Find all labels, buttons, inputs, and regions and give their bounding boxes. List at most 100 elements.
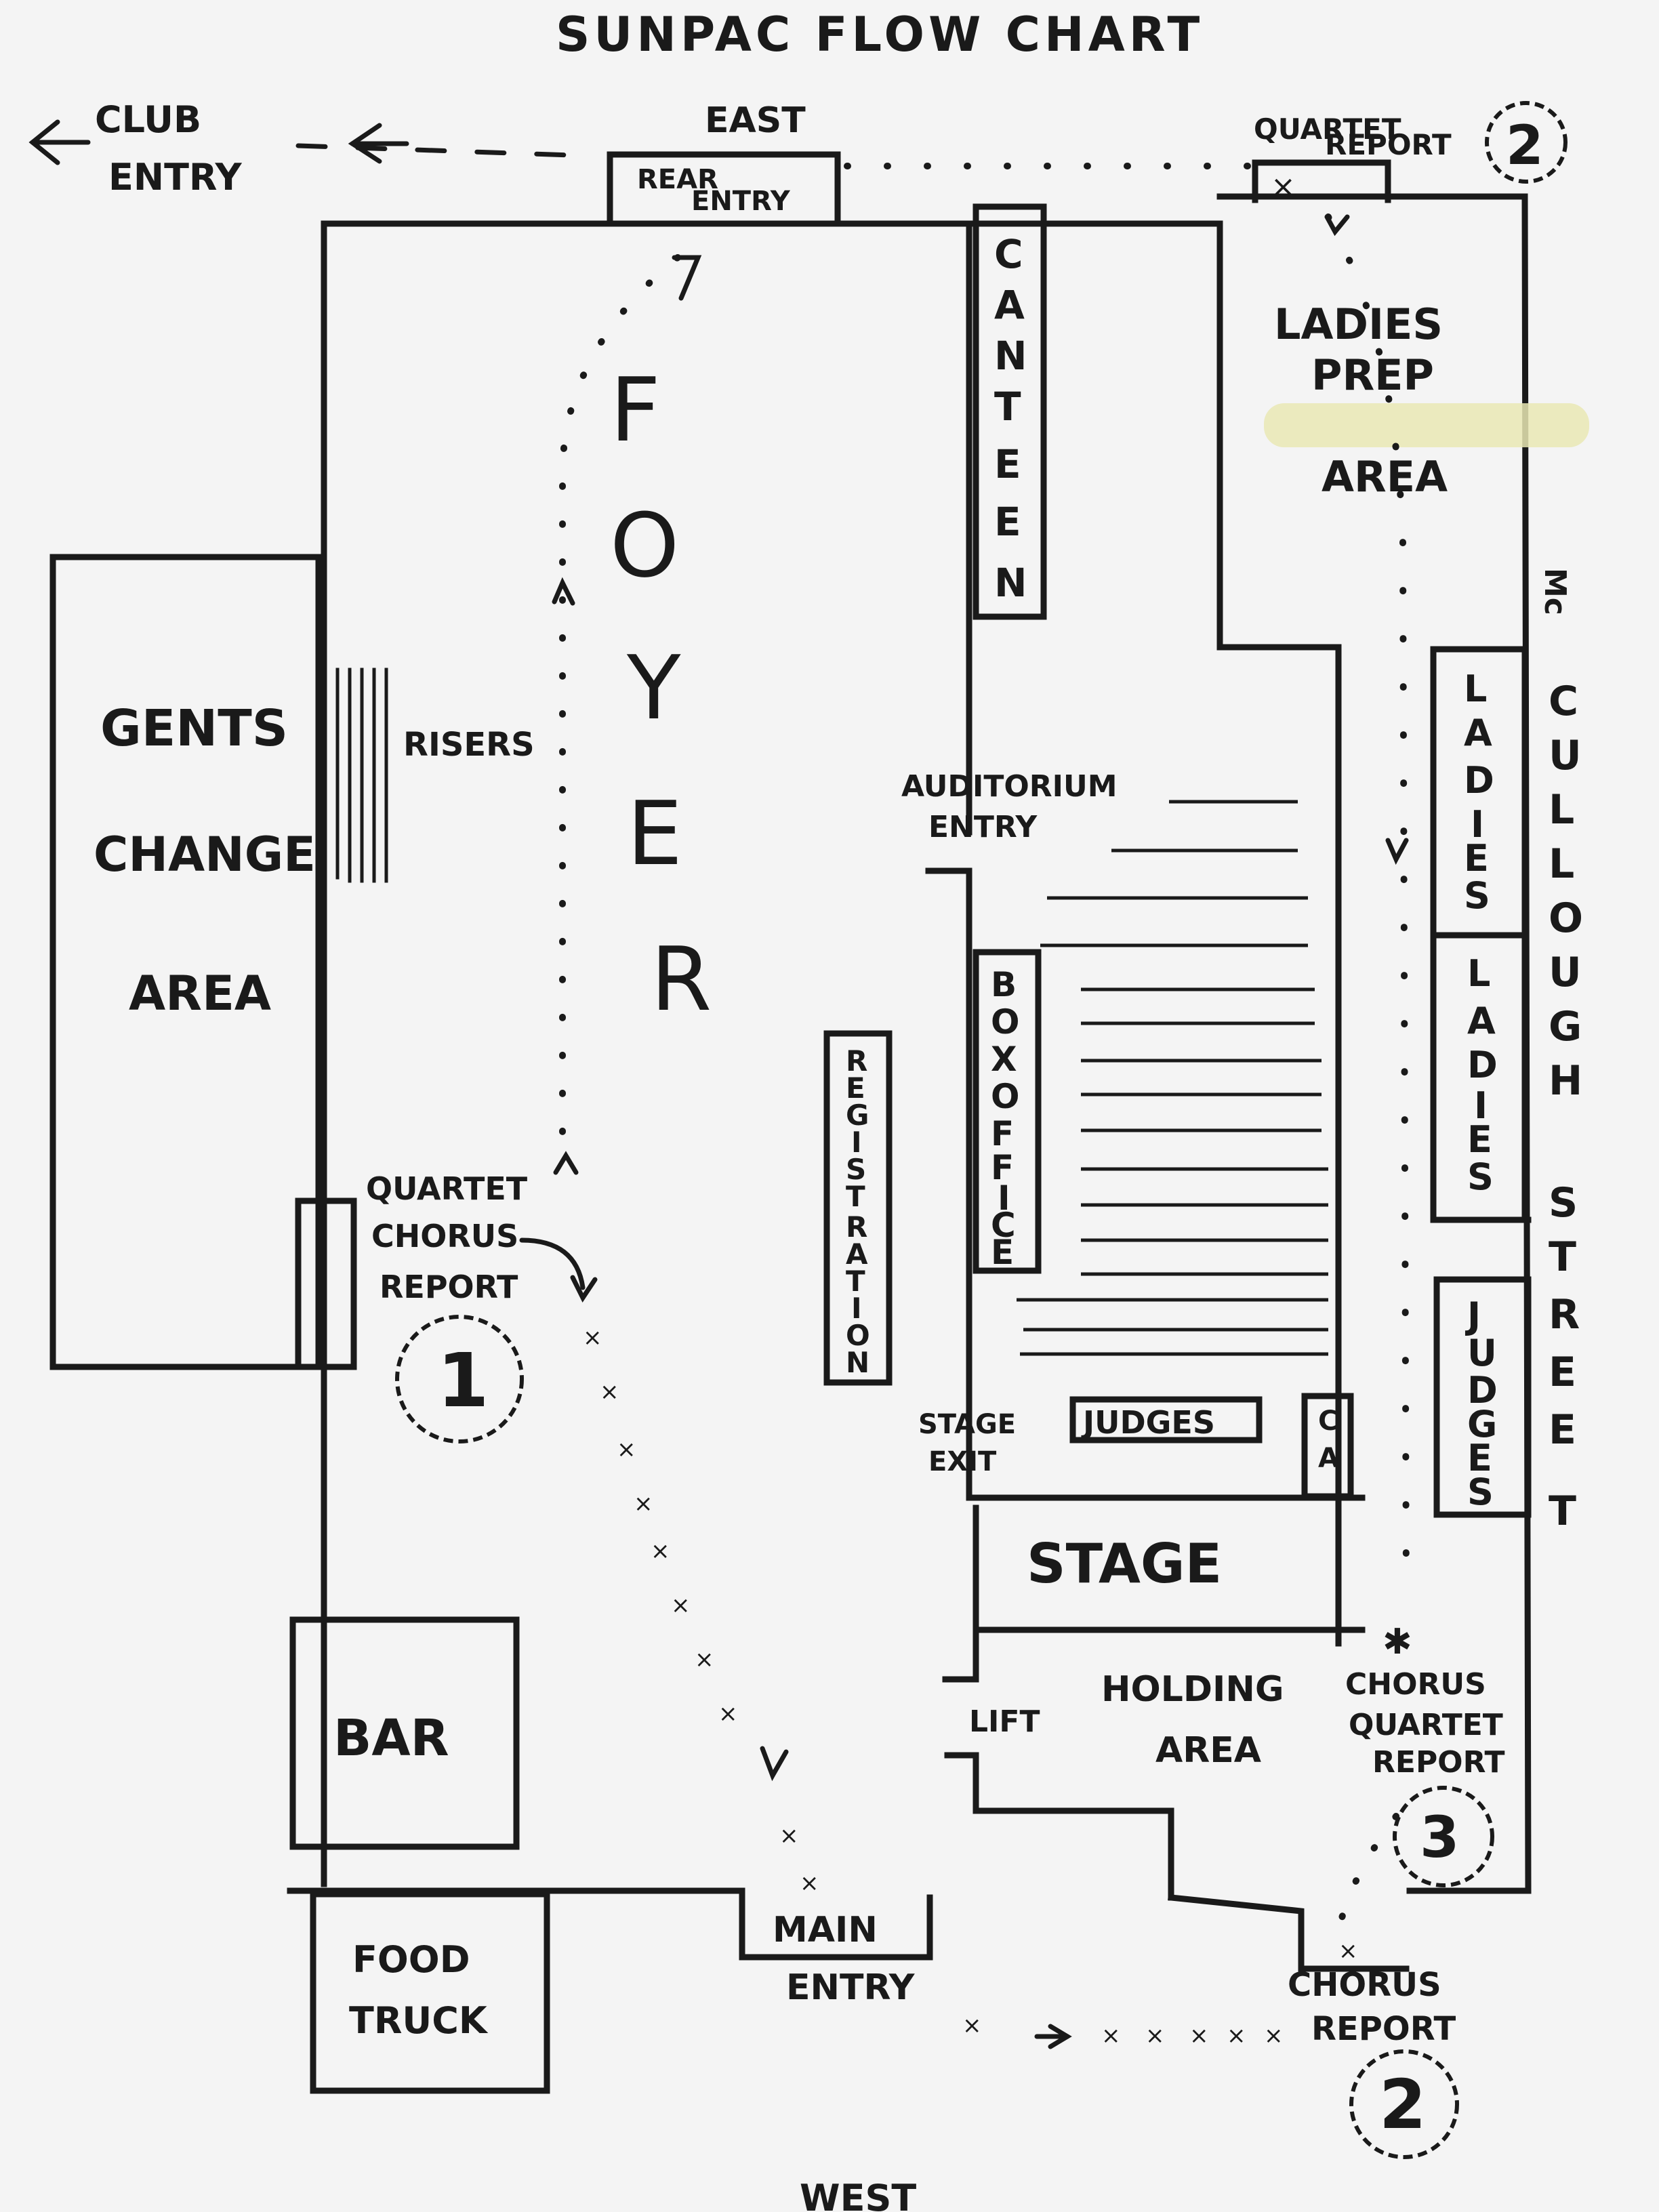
rear-entry-arrow [672,255,702,301]
svg-text:×: × [651,1538,670,1565]
street-letter: H [1549,1057,1582,1105]
registration-letter: T [846,1180,865,1213]
highlight-smudge [1264,403,1589,447]
gents-change-area-room [49,554,322,1370]
box-office-letter: E [991,1233,1014,1272]
street-letter: O [1549,895,1583,942]
svg-text:×: × [583,1324,602,1351]
judges-side-letter: D [1467,1369,1498,1412]
judges-side-letter: S [1467,1471,1494,1513]
ladies-prep-down-arrow [1324,214,1350,237]
canteen-letter: A [994,282,1025,328]
canteen-letter: E [994,441,1021,487]
gents-annex [295,1197,357,1370]
auditorium-wall-lower [966,1413,1366,1501]
judges-front-label: JUDGES [1081,1404,1215,1441]
ladies-toilet-2-label: L A D I E S [1467,952,1498,1198]
chorus-report-bottom-label-2: REPORT [1311,2010,1456,2048]
chorus-report-bottom-label-1: CHORUS [1288,1966,1441,2004]
box-office-letter: O [991,1077,1020,1116]
foyer-east-wall-lower [925,867,972,1420]
lift-wall-bottom [944,1752,1174,1901]
registration-letter: R [846,1044,867,1078]
street-letter: S [1549,1179,1578,1227]
box-office-room [972,949,1042,1274]
west-wall-right [1168,1894,1410,1972]
food-truck-label-1: FOOD [352,1938,470,1981]
stage-star-mark: ✱ [1382,1622,1412,1662]
registration-letter: G [846,1099,869,1132]
risers-label: RISERS [403,726,535,764]
svg-text:×: × [600,1378,619,1406]
gents-label-2: CHANGE [94,827,316,882]
svg-text:×: × [1264,2022,1284,2049]
rear-entry-label-1: REAR [637,164,718,195]
chorus-report-bottom-number: 2 [1379,2065,1427,2144]
registration-desk [823,1030,893,1386]
street-prefix: Mc [1538,568,1572,615]
chorus-report-dotted-path [1338,1813,1399,1921]
street-letter: U [1549,732,1582,779]
box-office-letter: C [991,1206,1016,1245]
judges-side-letter: J [1465,1294,1481,1337]
box-office-letter: F [991,1114,1014,1153]
ladies-2-letter: D [1467,1044,1498,1086]
canteen-room [972,203,1047,620]
street-letter: C [1549,678,1578,725]
risers-lines [335,668,388,883]
quartet-chorus-report-label-1: QUARTET [366,1170,528,1207]
report-circle-1 [395,1315,524,1443]
stage-label: STAGE [1027,1532,1222,1595]
box-office-letter: I [998,1179,1010,1218]
floor-plan-walls [49,151,1532,2094]
foyer-label: F O Y E R [610,359,712,1031]
registration-letter: A [846,1237,868,1271]
svg-text:×: × [1145,2022,1165,2049]
report-circle-3 [1393,1786,1494,1887]
quartet-report-top-door [1252,159,1391,203]
street-letter: E [1549,1406,1576,1454]
street-letter: E [1549,1349,1576,1396]
judges-side-letter: U [1467,1332,1497,1374]
svg-text:×: × [1189,2022,1209,2049]
quartet-report-top-label-2: REPORT [1325,128,1452,161]
chorus-quartet-report-label-3: REPORT [1372,1745,1505,1780]
ladies-1-letter: I [1471,803,1484,846]
street-letter: U [1549,949,1582,996]
main-entry-door [739,1887,933,1961]
chorus-quartet-report-label-2: QUARTET [1349,1708,1503,1742]
registration-letter: R [846,1210,867,1244]
svg-text:×: × [617,1436,636,1463]
ladies-2-letter: S [1467,1155,1494,1198]
ladies-1-letter: L [1464,668,1487,710]
holding-area-label-1: HOLDING [1101,1669,1284,1710]
svg-text:×: × [1338,1938,1358,1965]
svg-text:×: × [1227,2022,1246,2049]
registration-letter: E [846,1071,865,1105]
ladies-1-letter: S [1464,874,1490,917]
street-letter: L [1549,786,1574,834]
box-office-label: B O X O F F I C E [991,965,1020,1272]
registration-letter: I [851,1126,862,1159]
main-entry-label-1: MAIN [773,1910,878,1950]
canteen-letter: E [994,499,1021,545]
gents-label-1: GENTS [100,699,288,758]
ladies-1-letter: A [1464,712,1492,754]
foyer-letter: R [651,928,712,1031]
ladies-prep-label-3: AREA [1322,452,1448,501]
ladies-toilet-1-label: L A D I E S [1464,668,1494,917]
box-office-letter: X [991,1040,1017,1079]
compass-west: WEST [800,2177,916,2212]
quartet-report-top-label-1: QUARTET [1254,112,1401,146]
registration-letter: I [851,1292,862,1325]
judges-side-letter: E [1467,1437,1492,1479]
ladies-2-letter: A [1467,1000,1496,1042]
club-entry-label-1: CLUB [95,98,201,141]
svg-text:×: × [962,2012,982,2039]
street-label: Mc C U L L O U G H S T R E E T [1538,568,1583,1535]
judges-side-letter: G [1467,1403,1497,1446]
canteen-letter: C [994,231,1023,277]
report-circles [395,101,1568,2159]
foyer-letter: Y [626,636,681,739]
